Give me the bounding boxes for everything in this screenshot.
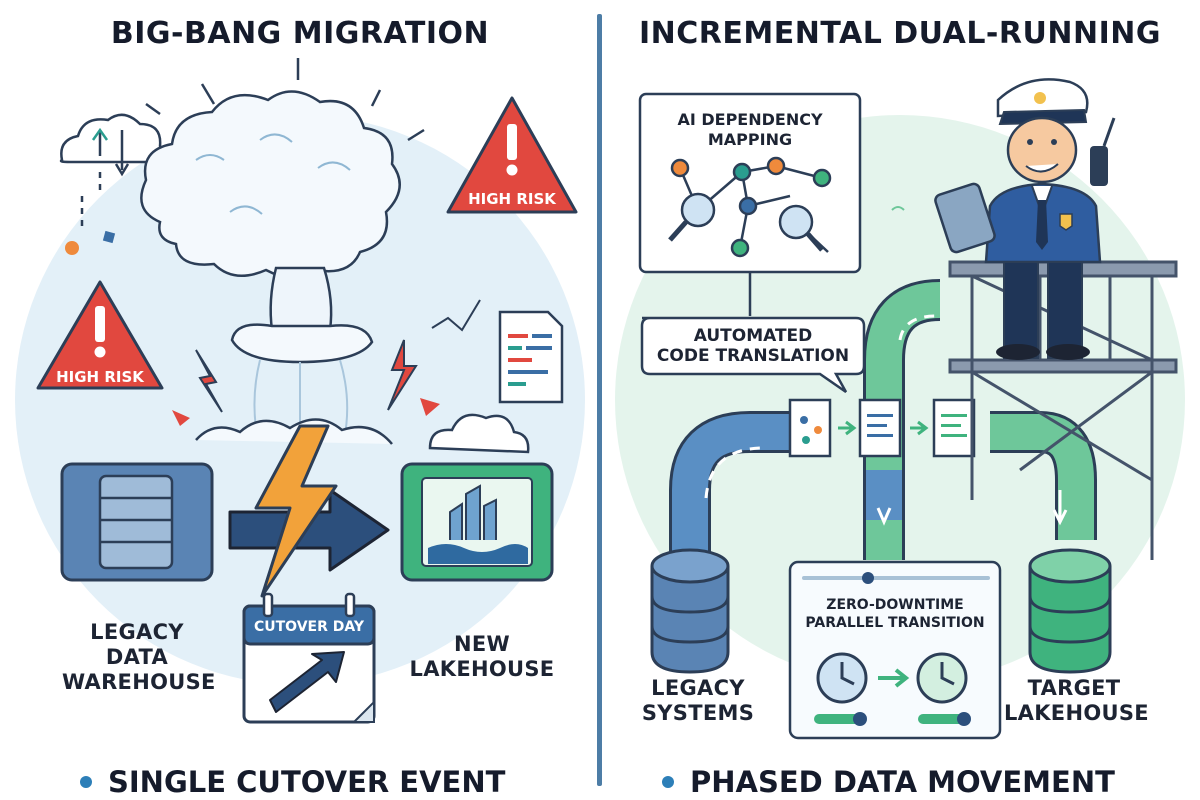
cutover-calendar-icon <box>242 592 376 724</box>
spark-icon <box>172 410 190 426</box>
officer-figure-icon <box>934 78 1116 360</box>
target-pipe <box>990 414 1094 540</box>
cutover-day-label: CUTOVER DAY <box>254 619 365 635</box>
translation-document-icons <box>788 398 976 458</box>
code-translation-label: AUTOMATED CODE TRANSLATION <box>656 326 850 366</box>
parallel-transition-label: ZERO-DOWNTIME PARALLEL TRANSITION <box>805 597 985 631</box>
bullet-dot <box>80 776 92 788</box>
high-risk-label-left: HIGH RISK <box>56 368 145 386</box>
dual-running-panel: INCREMENTAL DUAL-RUNNING <box>600 0 1200 800</box>
target-lakehouse-database-icon <box>1028 548 1112 674</box>
toggle-right <box>918 714 970 724</box>
new-lakehouse-label: NEW LAKEHOUSE <box>409 632 555 681</box>
new-lakehouse-icon <box>400 413 554 582</box>
legacy-systems-label: LEGACY SYSTEMS <box>641 676 755 725</box>
big-bang-illustration: HIGH RISK HIGH RISK <box>15 58 585 724</box>
high-risk-warning-left <box>36 280 164 390</box>
target-lakehouse-label: TARGET LAKEHOUSE <box>1004 676 1149 725</box>
zigzag-line <box>431 299 481 332</box>
code-translation-callout <box>640 316 866 394</box>
dependency-graph-icon <box>668 156 832 258</box>
legacy-warehouse-label: LEGACY DATA WAREHOUSE <box>62 620 216 694</box>
explosion-cloud-icon <box>140 90 401 450</box>
high-risk-label-right: HIGH RISK <box>468 190 557 208</box>
big-bang-panel: BIG-BANG MIGRATION <box>15 16 585 800</box>
code-document-icon <box>498 310 564 404</box>
high-risk-warning-right <box>446 96 578 214</box>
cloud-sync-icon <box>59 113 164 226</box>
legacy-systems-database-icon <box>650 548 730 674</box>
legacy-pipe <box>672 414 810 580</box>
confetti-dot <box>65 241 79 255</box>
spark-icon <box>195 349 223 413</box>
lightning-bolt-icon <box>254 424 338 598</box>
spark-icon <box>387 339 418 411</box>
dual-running-illustration <box>615 78 1185 740</box>
confetti-square <box>102 230 116 244</box>
panel-divider <box>597 14 602 786</box>
ai-dependency-label: AI DEPENDENCY MAPPING <box>677 110 823 149</box>
big-bang-bullet: SINGLE CUTOVER EVENT <box>80 762 505 800</box>
legacy-warehouse-icon <box>60 462 214 582</box>
bullet-text: PHASED DATA MOVEMENT <box>690 765 1115 799</box>
bullet-dot <box>662 776 674 788</box>
big-bang-title: BIG-BANG MIGRATION <box>110 16 490 51</box>
dual-running-bullet: PHASED DATA MOVEMENT <box>662 762 1115 800</box>
spark-icon <box>420 398 440 416</box>
burst-lines <box>145 58 425 142</box>
dual-running-title: INCREMENTAL DUAL-RUNNING <box>639 16 1161 51</box>
bullet-text: SINGLE CUTOVER EVENT <box>108 765 506 799</box>
toggle-left <box>814 714 866 724</box>
migration-arrow-icon <box>228 488 390 572</box>
clock-icons <box>816 652 968 704</box>
middle-pipe <box>866 282 941 560</box>
parallel-transition-panel <box>788 560 1002 740</box>
